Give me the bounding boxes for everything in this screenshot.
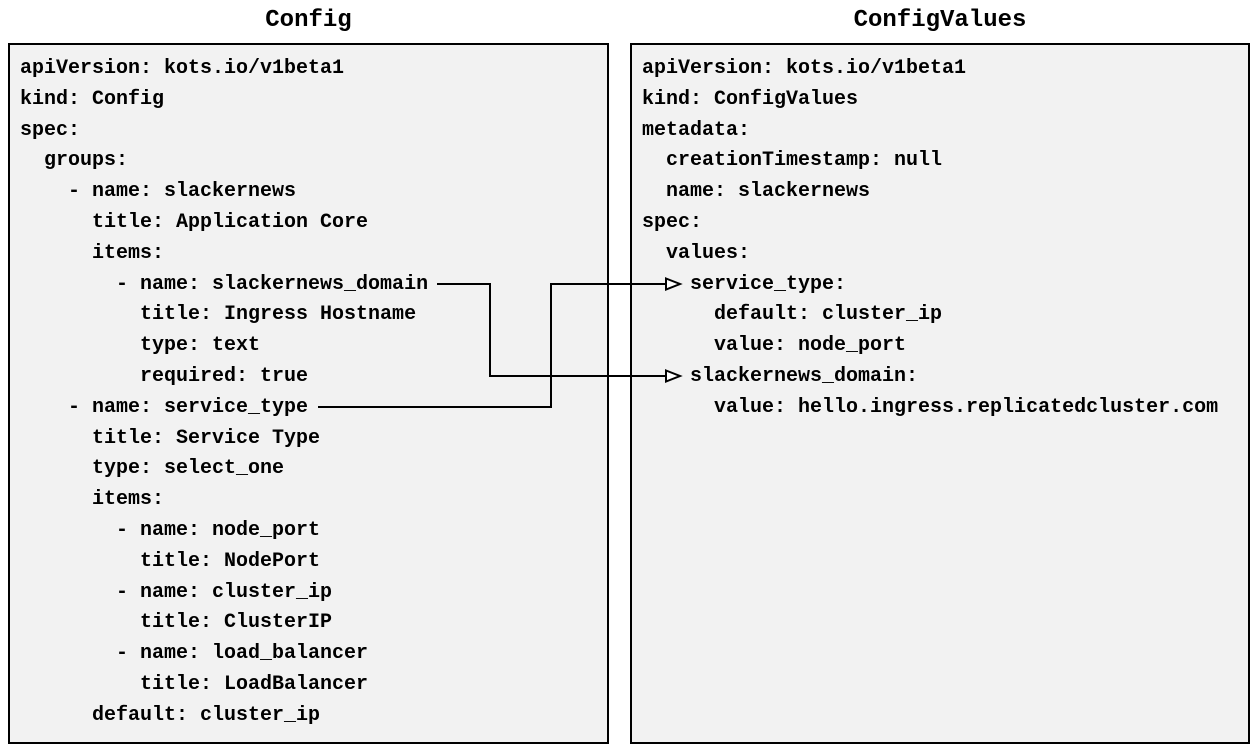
- config-yaml-code: apiVersion: kots.io/v1beta1 kind: Config…: [20, 57, 429, 727]
- configvalues-panel-title: ConfigValues: [853, 7, 1027, 34]
- config-panel: apiVersion: kots.io/v1beta1 kind: Config…: [8, 43, 609, 744]
- configvalues-yaml-code: apiVersion: kots.io/v1beta1 kind: Config…: [642, 57, 1219, 419]
- config-panel-title: Config: [265, 7, 352, 34]
- configvalues-panel: apiVersion: kots.io/v1beta1 kind: Config…: [630, 43, 1250, 744]
